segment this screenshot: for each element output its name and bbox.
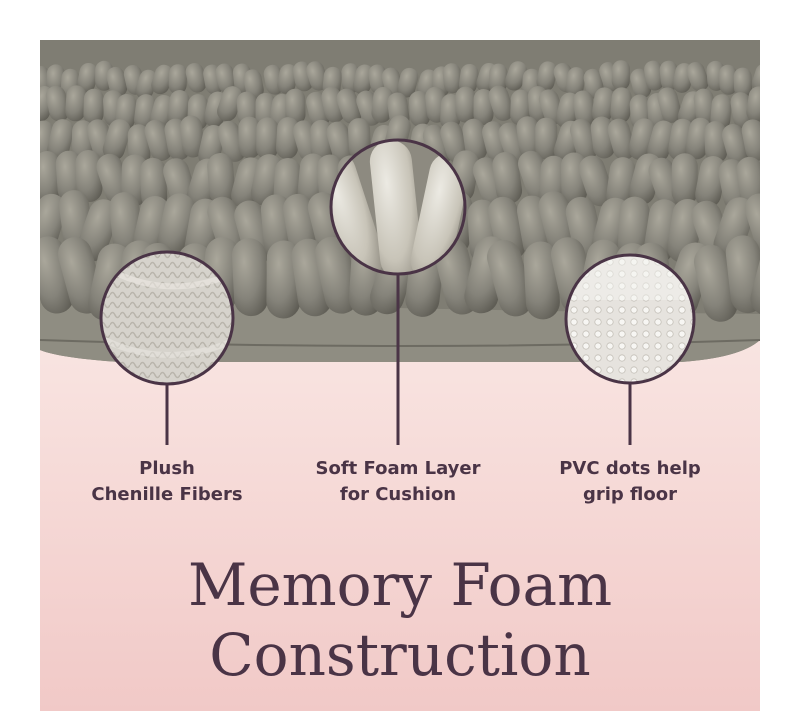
chenille-tuft bbox=[611, 60, 631, 91]
chenille-tuft bbox=[610, 87, 632, 124]
chenille-tuft bbox=[486, 239, 533, 317]
chenille-tuft bbox=[730, 92, 753, 128]
chenille-tuft bbox=[492, 151, 523, 204]
chenille-tuft bbox=[277, 64, 298, 94]
chenille-tuft bbox=[215, 63, 237, 94]
chenille-tuft bbox=[523, 241, 560, 320]
chenille-tuft bbox=[693, 88, 716, 125]
headline-line: Memory Foam bbox=[187, 551, 613, 619]
chenille-tuft bbox=[180, 115, 205, 158]
callout-line: PVC dots help bbox=[559, 458, 701, 479]
chenille-tuft bbox=[168, 64, 188, 95]
callout-line: Soft Foam Layer bbox=[315, 458, 481, 479]
chenille-tuft bbox=[397, 67, 419, 98]
chenille-tuft bbox=[231, 238, 269, 317]
chenille-tuft bbox=[744, 193, 760, 256]
chenille-tuft bbox=[535, 117, 558, 160]
chenille-tuft bbox=[408, 91, 431, 127]
chenille-tuft bbox=[83, 88, 104, 125]
chenille-tuft bbox=[657, 87, 682, 123]
chenille-tuft bbox=[455, 86, 476, 123]
chenille-tuft bbox=[77, 62, 98, 93]
callout-line: Plush bbox=[139, 458, 195, 479]
chenille-tuft bbox=[47, 119, 74, 161]
chenille-tuft bbox=[473, 89, 494, 126]
chenille-tuft bbox=[285, 88, 306, 125]
chenille-tuft bbox=[458, 63, 479, 94]
chenille-tuft bbox=[704, 121, 728, 164]
chenille-tuft bbox=[45, 85, 70, 122]
chenille-tuft bbox=[306, 61, 328, 91]
chenille-tuft bbox=[647, 120, 675, 162]
chenille-mat-photo bbox=[40, 40, 760, 711]
pvc-dots-closeup-icon bbox=[564, 253, 696, 385]
chenille-tuft bbox=[243, 69, 264, 100]
chenille-tuft bbox=[695, 156, 726, 208]
chenille-tuft bbox=[326, 121, 354, 163]
chenille-tuft bbox=[741, 119, 760, 162]
chenille-tuft bbox=[106, 66, 128, 97]
callout-line: grip floor bbox=[582, 484, 678, 505]
callout-foam-layer: Soft Foam Layer for Cushion bbox=[288, 456, 508, 508]
chenille-tuft bbox=[40, 151, 61, 204]
chenille-tuft bbox=[207, 153, 236, 205]
chenille-tuft bbox=[504, 61, 527, 91]
chenille-tuft bbox=[185, 62, 207, 93]
chenille-tuft bbox=[671, 153, 698, 206]
chenille-tuft bbox=[157, 193, 195, 257]
chenille-tuft bbox=[135, 69, 158, 100]
chenille-tuft bbox=[488, 85, 514, 121]
headline-line: Construction bbox=[209, 621, 591, 689]
chenille-tuft bbox=[217, 86, 243, 122]
chenille-tuft bbox=[565, 67, 586, 98]
chenille-tuft bbox=[371, 86, 394, 123]
chenille-tuft bbox=[151, 64, 174, 95]
chenille-tuft bbox=[606, 157, 636, 209]
callout-line: for Cushion bbox=[339, 484, 457, 505]
chenille-tuft bbox=[685, 117, 712, 160]
chenille-tuft bbox=[746, 86, 760, 123]
chenille-tuft bbox=[516, 116, 541, 159]
callout-chenille-fibers: Plush Chenille Fibers bbox=[57, 456, 277, 508]
chenille-tuft bbox=[718, 64, 738, 95]
chenille-tuft bbox=[488, 63, 508, 94]
chenille-tuft bbox=[65, 85, 87, 122]
chenille-tuft bbox=[572, 90, 596, 127]
chenille-tuft bbox=[314, 236, 359, 314]
chenille-tuft bbox=[607, 118, 636, 160]
chenille-tuft bbox=[578, 155, 614, 207]
chenille-tuft bbox=[569, 118, 598, 161]
chenille-tuft bbox=[617, 196, 650, 261]
foam-layer-closeup-icon bbox=[329, 138, 467, 276]
chenille-tuft bbox=[46, 64, 65, 95]
callout-pvc-dots: PVC dots help grip floor bbox=[520, 456, 740, 508]
chenille-tuft bbox=[256, 117, 279, 160]
chenille-tuft bbox=[733, 67, 753, 98]
chenille-tuft bbox=[442, 63, 462, 94]
chenille-tuft bbox=[462, 118, 488, 161]
chenille-tuft bbox=[693, 244, 738, 322]
chenille-tuft bbox=[751, 63, 760, 94]
chenille-fiber-closeup-icon bbox=[99, 250, 235, 386]
chenille-tuft bbox=[238, 116, 261, 159]
chenille-tuft bbox=[644, 60, 664, 91]
chenille-tuft bbox=[591, 87, 615, 124]
chenille-tuft bbox=[102, 119, 131, 161]
product-infographic: Plush Chenille Fibers Soft Foam Layer fo… bbox=[40, 40, 760, 711]
chenille-tuft bbox=[686, 62, 709, 92]
chenille-tuft bbox=[75, 150, 103, 202]
chenille-tuft bbox=[275, 117, 300, 160]
chenille-tuft bbox=[167, 90, 190, 126]
chenille-tuft bbox=[536, 61, 557, 92]
chenille-tuft bbox=[139, 157, 168, 210]
chenille-tuft bbox=[336, 88, 362, 124]
callout-line: Chenille Fibers bbox=[91, 484, 243, 505]
headline: Memory Foam Construction bbox=[40, 550, 760, 690]
